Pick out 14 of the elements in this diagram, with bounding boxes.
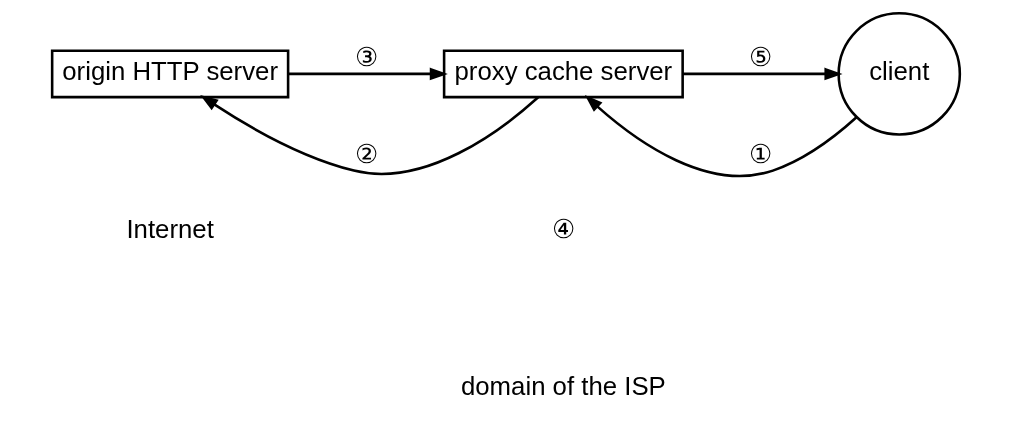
edge-label: ② (354, 139, 378, 168)
label: domain of the ISP (460, 371, 666, 400)
label: ④ (551, 214, 575, 243)
arrow (200, 94, 540, 175)
edge-label: ① (749, 139, 773, 168)
arrow (682, 67, 843, 81)
node-box: origin HTTP server (50, 49, 290, 99)
edge-label: ③ (354, 43, 378, 72)
arrow (584, 94, 858, 178)
label: Internet (126, 214, 214, 243)
node-circle: client (837, 12, 962, 136)
node-box: proxy cache server (442, 49, 684, 99)
edge-label: ⑤ (749, 43, 773, 72)
arrow (288, 67, 448, 81)
